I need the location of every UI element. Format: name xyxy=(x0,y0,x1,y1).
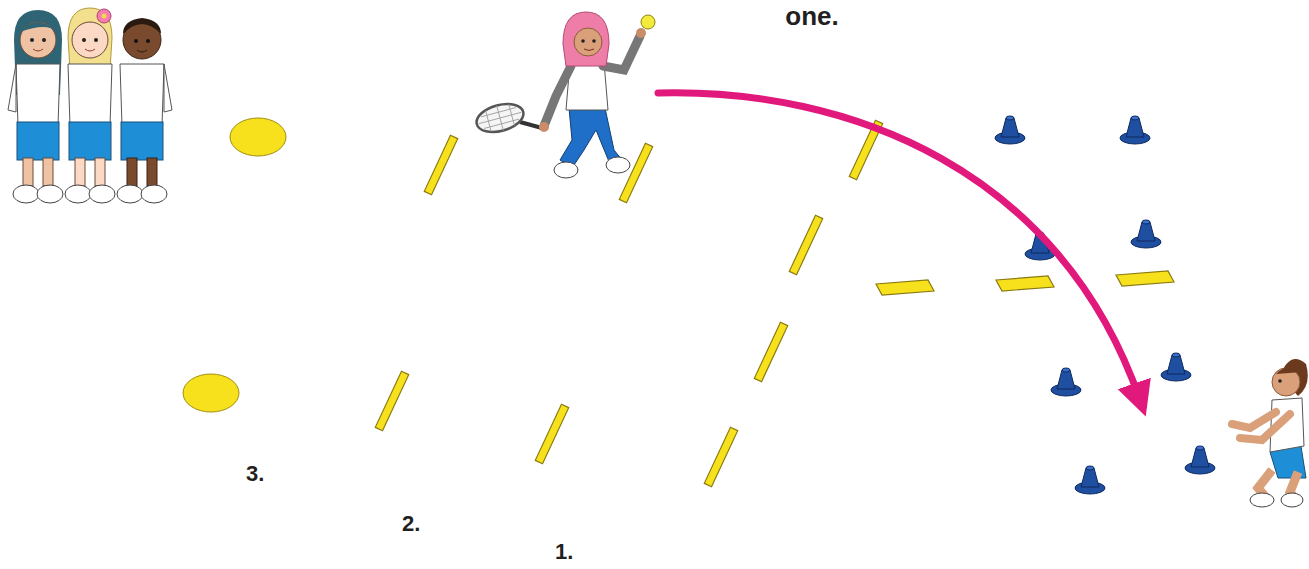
callout-number: 1. xyxy=(555,540,573,564)
waiting-children xyxy=(0,0,178,212)
spot-marker xyxy=(230,118,286,156)
callout-number: 3. xyxy=(246,462,264,486)
ball-path-arrow xyxy=(658,93,1140,400)
heading-fragment: one. xyxy=(785,2,838,31)
cones xyxy=(995,116,1215,494)
catching-player xyxy=(1232,359,1308,507)
spot-marker xyxy=(183,374,239,412)
hitting-player xyxy=(473,12,655,178)
callout-number: 2. xyxy=(402,512,420,536)
floor-lines xyxy=(375,120,1174,487)
